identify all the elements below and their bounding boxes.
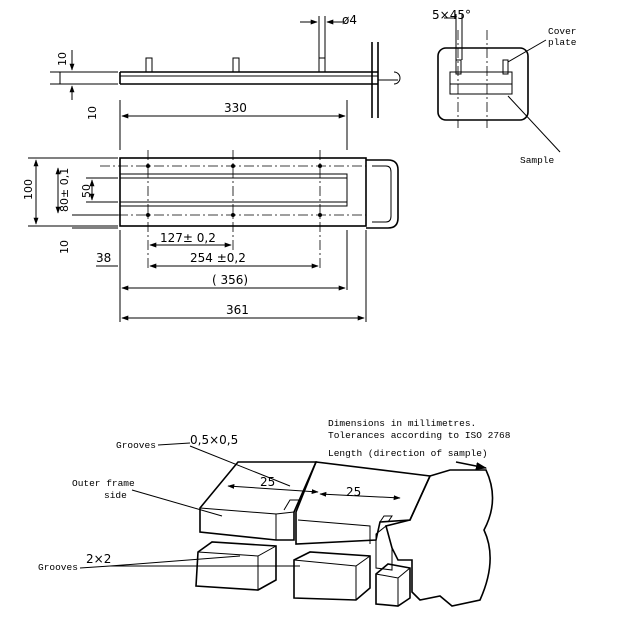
dim-254-label: 254 ±0,2 bbox=[190, 251, 246, 265]
cover-plate-label-line1: Cover bbox=[548, 26, 577, 37]
dim-356-label: ( 356) bbox=[212, 273, 248, 287]
sample-label: Sample bbox=[520, 155, 555, 166]
plan-view: 330 100 80± 0,1 50 10 bbox=[22, 100, 399, 322]
dim-127-label: 127± 0,2 bbox=[160, 231, 216, 245]
groove-size-bottom-label: 2×2 bbox=[86, 552, 111, 566]
dim-330-label: 330 bbox=[224, 101, 247, 115]
groove-size-top-label: 0,5×0,5 bbox=[190, 433, 238, 447]
dim-38-label: 38 bbox=[96, 251, 111, 265]
end-view: 5×45° Cover plate Sample bbox=[432, 8, 577, 166]
note-line-1: Dimensions in millimetres. bbox=[328, 418, 476, 429]
dim-50-label: 50 bbox=[80, 184, 93, 198]
pin-diameter-label: ø4 bbox=[342, 13, 357, 27]
grooves-bottom-label: Grooves bbox=[38, 562, 78, 573]
note-line-2: Tolerances according to ISO 2768 bbox=[328, 430, 511, 441]
dim-361-label: 361 bbox=[226, 303, 249, 317]
chamfer-label: 5×45° bbox=[432, 8, 471, 22]
cover-plate-label-line2: plate bbox=[548, 37, 577, 48]
outer-frame-label-line1: Outer frame bbox=[72, 478, 135, 489]
notes: Dimensions in millimetres. Tolerances ac… bbox=[328, 418, 511, 470]
dim-25b-label: 25 bbox=[346, 485, 361, 499]
note-line-3: Length (direction of sample) bbox=[328, 448, 488, 459]
side-view: ø4 10 10 bbox=[50, 13, 401, 120]
grooves-top-label: Grooves bbox=[116, 440, 156, 451]
side-height-top-label: 10 bbox=[56, 52, 69, 66]
groove-detail: 25 25 Grooves 0,5×0,5 Outer frame side G… bbox=[38, 433, 494, 607]
dim-100-label: 100 bbox=[22, 179, 35, 200]
dim-80-label: 80± 0,1 bbox=[58, 168, 71, 212]
side-height-bottom-label: 10 bbox=[86, 106, 99, 120]
outer-frame-label-line2: side bbox=[104, 490, 127, 501]
dim-10-label: 10 bbox=[58, 240, 71, 254]
